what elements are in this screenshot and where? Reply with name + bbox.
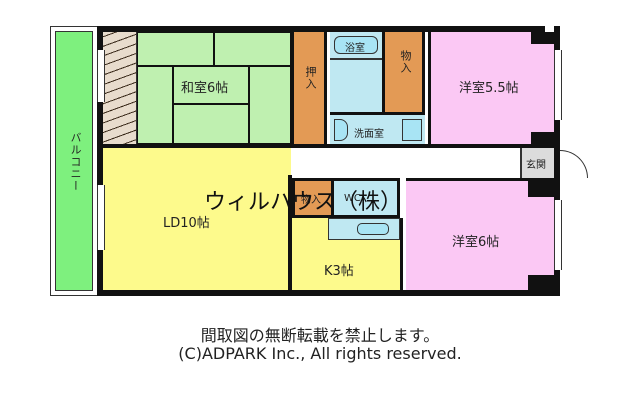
room-kitchen: K3帖 (292, 218, 403, 290)
room-oshiire: 押入 (291, 32, 327, 144)
room-wc: WC (334, 178, 400, 218)
room-youshitsu-5-5: 洋室5.5帖 (428, 32, 557, 144)
balcony-label: バルコニー (69, 132, 82, 192)
washitsu-label: 和室6帖 (181, 81, 229, 96)
room-washitsu: 和室6帖 (137, 32, 291, 144)
senmen-label: 洗面室 (354, 129, 384, 140)
monoire-2-label: 物入 (301, 195, 321, 206)
room-monoire-2: 物入 (292, 178, 334, 218)
bath-label: 浴室 (345, 43, 365, 54)
genkan-label: 玄関 (526, 160, 546, 171)
room-senmen: 洗面室 (330, 112, 425, 144)
room-ld: LD10帖 (103, 148, 291, 290)
wc-label: WC (344, 193, 361, 204)
room-bath: 浴室 (330, 32, 385, 112)
kitchen-label: K3帖 (324, 264, 354, 279)
monoire-label: 物入 (399, 50, 412, 74)
floor-plan: バルコニー 和室6帖 押入 浴室 物入 洗面室 洋室5.5帖 (50, 26, 588, 296)
watermark: ウィルハウス（株） (204, 190, 403, 215)
entrance-door (560, 150, 588, 178)
youshitsu-5-5-label: 洋室5.5帖 (459, 81, 519, 96)
room-youshitsu-6: 洋室6帖 (406, 178, 554, 291)
corridor (291, 148, 516, 178)
room-monoire: 物入 (385, 32, 425, 112)
tokonoma (103, 32, 137, 144)
youshitsu-6-label: 洋室6帖 (452, 235, 500, 250)
ld-label: LD10帖 (163, 216, 210, 231)
notice-text: 間取図の無断転載を禁止します。 (200, 326, 440, 345)
room-genkan: 玄関 (520, 148, 554, 178)
balcony: バルコニー (50, 26, 98, 296)
oshiire-label: 押入 (304, 66, 317, 90)
copyright-text: (C)ADPARK Inc., All rights reserved. (178, 344, 462, 363)
